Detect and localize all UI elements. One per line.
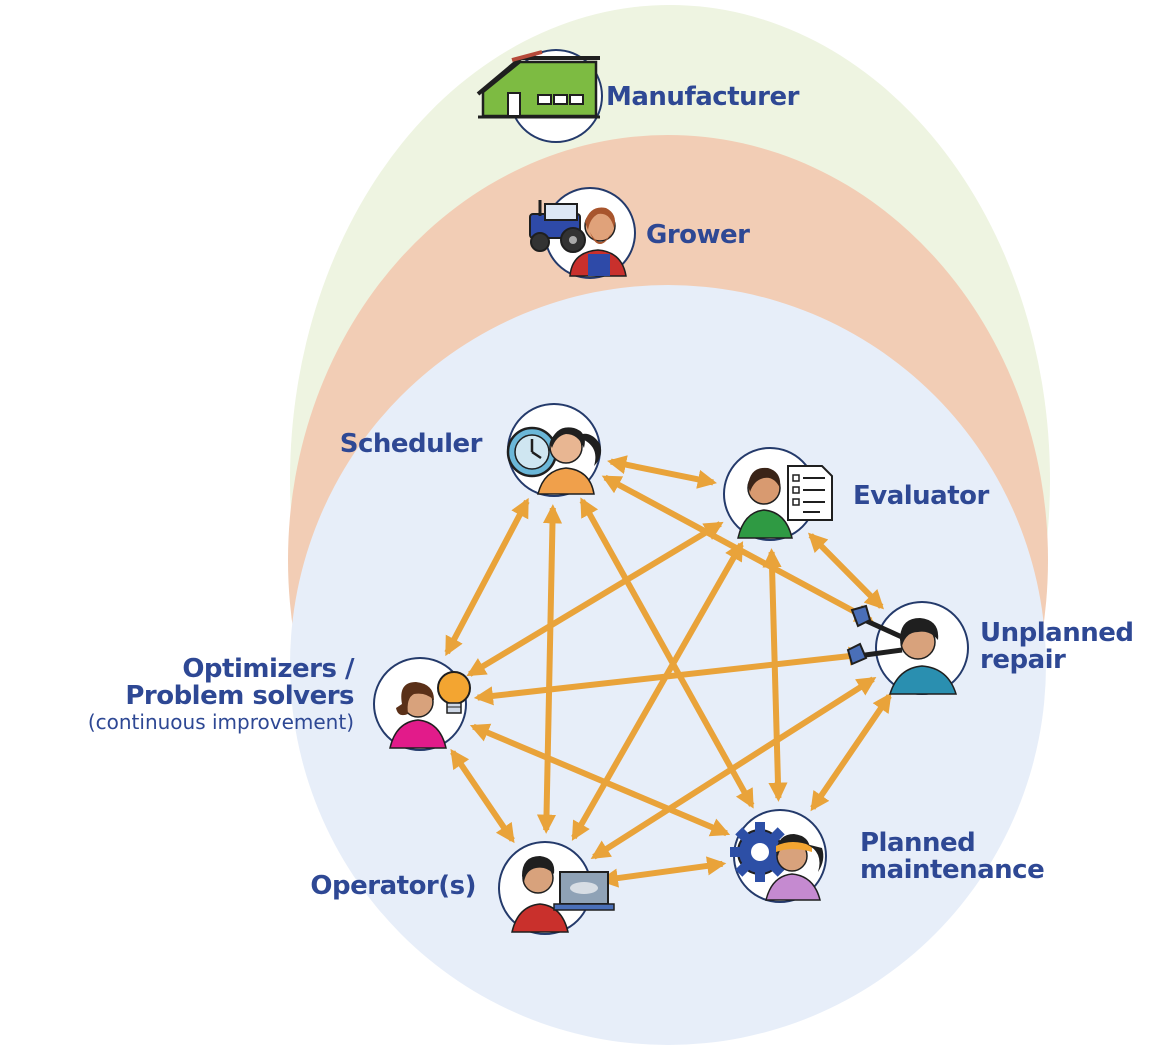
arrow-operators-planned_maintenance <box>598 856 727 888</box>
wrench-person-icon <box>846 601 969 695</box>
unplanned-repair-line1: Unplanned <box>980 618 1134 648</box>
laptop-person-icon <box>498 841 615 935</box>
grower-label-text: Grower <box>646 220 750 250</box>
farmer-tractor-icon <box>529 187 636 279</box>
operators-label: Operator(s) <box>270 873 476 900</box>
unplanned-repair-line2: repair <box>980 645 1066 675</box>
optimizers-subtitle: (continuous improvement) <box>87 710 354 734</box>
clock-person-icon <box>506 403 602 497</box>
planned-maintenance-line2: maintenance <box>860 855 1045 885</box>
operators-label-text: Operator(s) <box>310 871 476 901</box>
evaluator-label: Evaluator <box>853 483 989 510</box>
connection-arrows <box>444 455 892 888</box>
optimizers-line2: Problem solvers <box>125 681 354 711</box>
planned-maintenance-line1: Planned <box>860 828 976 858</box>
arrow-optimizers-planned_maintenance <box>469 723 731 837</box>
unplanned-repair-label: Unplanned repair <box>980 618 1134 675</box>
manufacturer-label-text: Manufacturer <box>606 82 799 112</box>
manufacturer-label: Manufacturer <box>606 84 799 111</box>
scheduler-label-text: Scheduler <box>339 429 483 459</box>
checklist-person-icon <box>723 447 833 541</box>
gear-person-icon <box>730 809 827 903</box>
arrow-evaluator-unplanned_repair <box>808 532 884 610</box>
planned-maintenance-label: Planned maintenance <box>860 828 1045 885</box>
scheduler-label: Scheduler <box>320 429 483 459</box>
grower-label: Grower <box>646 222 750 249</box>
arrow-unplanned_repair-optimizers <box>473 646 869 706</box>
lightbulb-person-icon <box>373 657 471 751</box>
optimizers-label: Optimizers / Problem solvers (continuous… <box>4 654 355 735</box>
factory-icon <box>476 49 603 143</box>
evaluator-label-text: Evaluator <box>853 481 989 511</box>
optimizers-line1: Optimizers / <box>182 654 354 684</box>
arrow-unplanned_repair-planned_maintenance <box>810 692 892 812</box>
